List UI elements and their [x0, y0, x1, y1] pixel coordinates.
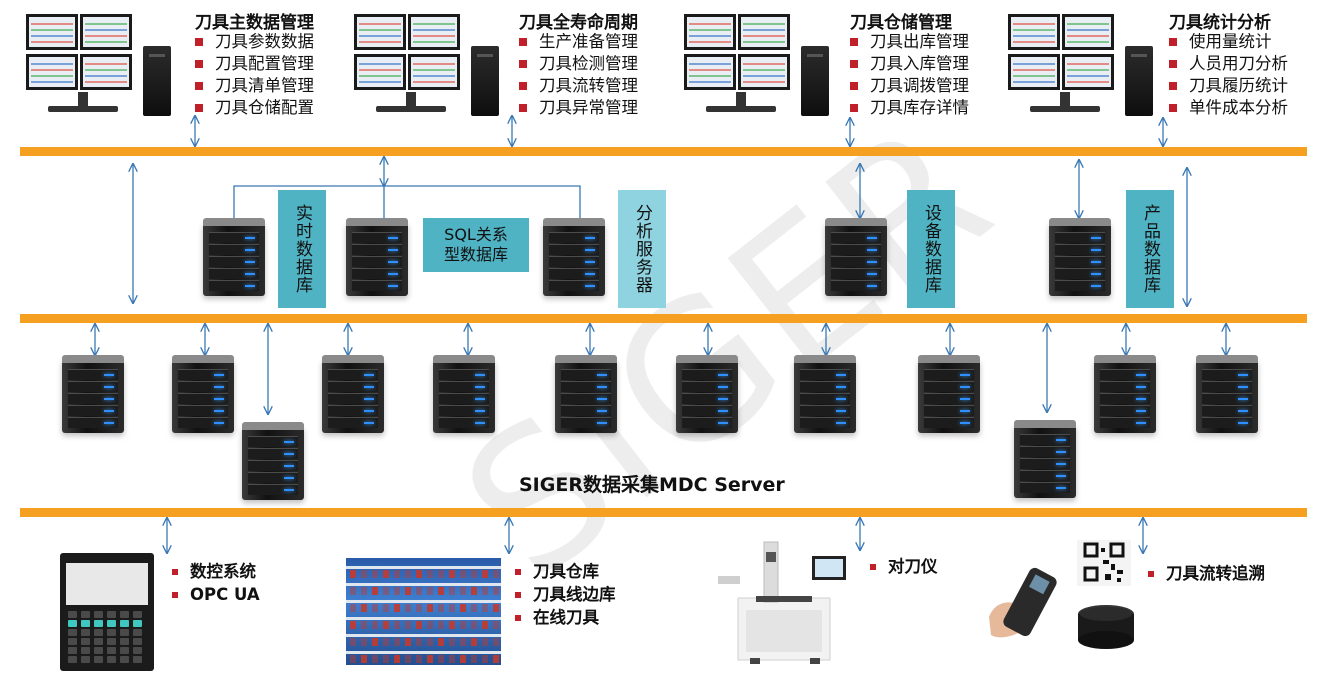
sql-label-line-1: SQL关系 [444, 225, 508, 244]
bullet-icon [515, 568, 521, 575]
bullet-icon [1169, 60, 1177, 68]
bullet-icon [195, 60, 203, 68]
bullet-icon [850, 38, 858, 46]
bullet-icon [519, 60, 527, 68]
bottom-bus-line [20, 508, 1307, 517]
bullet-icon [1169, 38, 1177, 46]
module-title-statistics: 刀具统计分析 [1169, 13, 1271, 33]
sql-label-line-2: 型数据库 [443, 245, 508, 264]
bullet-icon [1169, 82, 1177, 90]
mdc-server-icon [794, 355, 856, 435]
list-item: 使用量统计 [1169, 31, 1288, 53]
bullet-icon [850, 104, 858, 112]
equipment-database-label: 设备数据库 [907, 190, 955, 308]
bullet-icon [850, 60, 858, 68]
bullet-icon [172, 568, 178, 575]
qr-code-icon [1077, 540, 1131, 586]
module-title-master-data: 刀具主数据管理 [195, 13, 314, 33]
list-item: 对刀仪 [870, 555, 938, 578]
mdc-server-icon [1014, 420, 1076, 500]
realtime-db-server-icon [203, 218, 265, 298]
bullet-icon [515, 591, 521, 598]
workstation-pc-3 [676, 10, 831, 116]
product-db-server-icon [1049, 218, 1111, 298]
list-item: 人员用刀分析 [1169, 53, 1288, 75]
list-item: 刀具库存详情 [850, 97, 969, 119]
analysis-server-label: 分析服务器 [618, 190, 666, 308]
module-list-statistics: 使用量统计 人员用刀分析 刀具履历统计 单件成本分析 [1169, 31, 1288, 119]
module-list-warehouse: 刀具出库管理 刀具入库管理 刀具调拨管理 刀具库存详情 [850, 31, 969, 119]
mdc-server-icon [918, 355, 980, 435]
list-item: 刀具出库管理 [850, 31, 969, 53]
analysis-server-icon [543, 218, 605, 298]
tool-presetter-image [718, 541, 846, 664]
mdc-server-icon [1196, 355, 1258, 435]
workstation-pc-1 [18, 10, 173, 116]
list-item: 刀具仓库 [515, 560, 616, 583]
bullet-icon [519, 104, 527, 112]
mdc-server-icon [62, 355, 124, 435]
device-list-tracking: 刀具流转追溯 [1148, 562, 1265, 585]
bullet-icon [515, 614, 521, 621]
list-item: 刀具清单管理 [195, 75, 314, 97]
realtime-database-label: 实时数据库 [278, 190, 326, 308]
list-item: 生产准备管理 [519, 31, 638, 53]
module-title-warehouse: 刀具仓储管理 [850, 13, 952, 33]
bullet-icon [850, 82, 858, 90]
cnc-controller-image [60, 553, 154, 671]
module-list-master-data: 刀具参数数据 刀具配置管理 刀具清单管理 刀具仓储配置 [195, 31, 314, 119]
bullet-icon [519, 38, 527, 46]
bullet-icon [1169, 104, 1177, 112]
sql-database-label: SQL关系型数据库 [423, 218, 529, 272]
list-item: 刀具调拨管理 [850, 75, 969, 97]
mdc-server-icon [242, 422, 304, 502]
list-item: 刀具履历统计 [1169, 75, 1288, 97]
module-list-lifecycle: 生产准备管理 刀具检测管理 刀具流转管理 刀具异常管理 [519, 31, 638, 119]
handheld-scanner-image [989, 567, 1057, 638]
list-item: 刀具配置管理 [195, 53, 314, 75]
mdc-server-icon [555, 355, 617, 435]
device-list-cnc: 数控系统 OPC UA [172, 560, 260, 606]
sql-db-server-icon [346, 218, 408, 298]
bullet-icon [172, 591, 178, 598]
device-list-presetter: 对刀仪 [870, 555, 938, 578]
mdc-server-icon [1094, 355, 1156, 435]
middle-bus-line [20, 314, 1307, 323]
list-item: 刀具异常管理 [519, 97, 638, 119]
list-item: 刀具仓储配置 [195, 97, 314, 119]
rfid-reader-icon [1078, 605, 1134, 649]
mdc-server-label: SIGER数据采集MDC Server [519, 474, 785, 496]
list-item: 刀具参数数据 [195, 31, 314, 53]
mdc-server-icon [433, 355, 495, 435]
device-list-storage: 刀具仓库 刀具线边库 在线刀具 [515, 560, 616, 629]
mdc-server-icon [676, 355, 738, 435]
bullet-icon [195, 104, 203, 112]
list-item: 刀具入库管理 [850, 53, 969, 75]
bullet-icon [195, 82, 203, 90]
workstation-pc-4 [1000, 10, 1155, 116]
list-item: 刀具流转追溯 [1148, 562, 1265, 585]
list-item: 在线刀具 [515, 606, 616, 629]
bullet-icon [870, 563, 876, 570]
module-title-lifecycle: 刀具全寿命周期 [519, 13, 638, 33]
list-item: OPC UA [172, 583, 260, 606]
list-item: 单件成本分析 [1169, 97, 1288, 119]
workstation-pc-2 [346, 10, 501, 116]
list-item: 数控系统 [172, 560, 260, 583]
mdc-server-icon [322, 355, 384, 435]
tool-warehouse-image [346, 558, 501, 665]
list-item: 刀具流转管理 [519, 75, 638, 97]
equipment-db-server-icon [825, 218, 887, 298]
mdc-server-icon [172, 355, 234, 435]
top-bus-line [20, 147, 1307, 156]
list-item: 刀具线边库 [515, 583, 616, 606]
bullet-icon [195, 38, 203, 46]
bullet-icon [1148, 570, 1154, 577]
product-database-label: 产品数据库 [1126, 190, 1174, 308]
bullet-icon [519, 82, 527, 90]
list-item: 刀具检测管理 [519, 53, 638, 75]
